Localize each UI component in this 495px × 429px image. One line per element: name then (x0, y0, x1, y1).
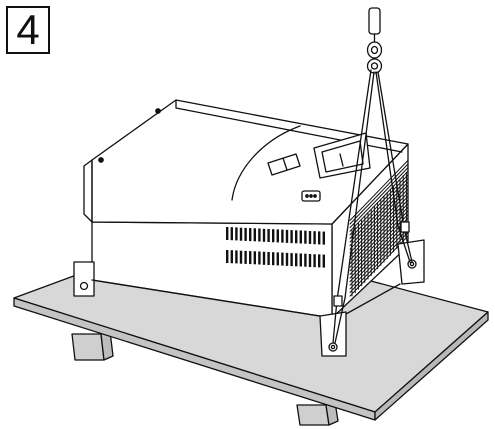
vent-slot (281, 252, 284, 266)
grille-bar (349, 159, 409, 221)
unit-base-rim (91, 279, 401, 317)
vent-slot (308, 231, 312, 244)
pallet-foot-left (71, 330, 114, 361)
vent-slot (295, 230, 298, 244)
vent-slot (308, 254, 312, 267)
grille-bar (349, 224, 409, 286)
vent-slot (304, 253, 307, 267)
vent-slot (267, 229, 270, 242)
vent-slot (230, 227, 233, 241)
vent-slot (262, 228, 266, 242)
drive-unit (73, 99, 425, 357)
vent-slot (290, 253, 293, 267)
unit-ridge (175, 99, 403, 153)
vent-slot (244, 250, 247, 264)
vent-slot (299, 230, 302, 244)
vent-slot (235, 250, 238, 264)
vent-slot (258, 228, 261, 242)
vent-slot (272, 252, 275, 266)
step-number-box: 4 (6, 6, 50, 54)
vent-slot (226, 227, 229, 240)
vent-slot (230, 250, 233, 264)
grille-bar (349, 203, 409, 265)
vent-slot (304, 230, 307, 244)
grille-bar (349, 228, 409, 290)
grille-bar (349, 210, 409, 272)
grille-bar (349, 174, 409, 236)
indicator-leds (301, 190, 321, 202)
sling-left-inner (334, 71, 375, 344)
vent-slot (285, 229, 289, 243)
vent-slot (290, 230, 293, 244)
vent-slot (239, 250, 243, 264)
vent-slot (235, 227, 238, 241)
right-rear-lift-bracket (397, 239, 425, 285)
grille-bar (349, 167, 409, 229)
grille-bar (349, 188, 409, 250)
vent-slot (285, 252, 289, 266)
vent-slot (226, 250, 229, 263)
crane-hook-icon (368, 7, 381, 35)
screw-icon (98, 157, 104, 163)
grille-bar (349, 231, 409, 293)
pallet-edge-right (374, 311, 489, 421)
unit-cover-curve (231, 125, 301, 201)
vent-slot (313, 231, 316, 245)
sling-right-inner (375, 71, 411, 263)
right-front-lift-bracket (319, 311, 347, 357)
unit-cover-lip (83, 159, 93, 223)
vent-slot (322, 231, 325, 245)
step-number: 4 (16, 6, 40, 53)
left-mount-bracket (73, 261, 95, 297)
grille-bar (349, 221, 409, 283)
keypad-panel (267, 132, 371, 179)
vent-slot (299, 253, 302, 267)
vent-slot (267, 252, 270, 265)
vent-slot (322, 254, 325, 268)
vent-slot (272, 229, 275, 243)
vent-slot (318, 254, 321, 268)
vent-slot (276, 252, 279, 266)
grille-bar (349, 170, 409, 232)
vent-slot (253, 228, 256, 242)
grille-bar (349, 177, 409, 239)
grille-bar (349, 199, 409, 261)
vent-slot (239, 227, 243, 241)
vent-slot (249, 251, 252, 265)
vent-slot (244, 227, 247, 241)
lifting-rig (332, 7, 413, 344)
grille-bar (349, 206, 409, 268)
vent-slot (262, 251, 266, 265)
vent-slot (253, 251, 256, 265)
vent-slot (258, 251, 261, 265)
front-vents (226, 227, 325, 268)
grille-bar (349, 195, 409, 257)
vent-slot (313, 254, 316, 268)
vent-slot (276, 229, 279, 243)
vent-slot (318, 231, 321, 245)
grille-bar (349, 192, 409, 254)
vent-slot (249, 228, 252, 242)
vent-slot (295, 253, 298, 267)
grille-bar (349, 163, 409, 225)
vent-slot (281, 229, 284, 243)
screw-icon (155, 108, 161, 114)
